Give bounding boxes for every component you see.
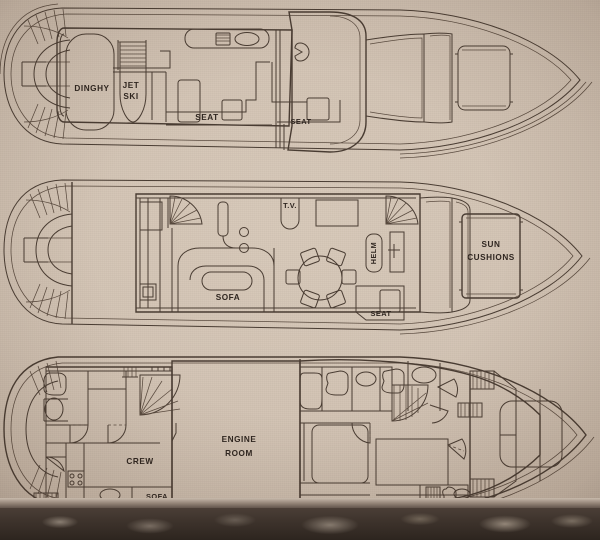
label-engine-room-line1: ENGINE bbox=[222, 435, 257, 444]
upper-deck-labels: DINGHY JET SKI SEAT SEAT bbox=[74, 81, 311, 126]
label-helm: HELM bbox=[369, 242, 378, 264]
label-tv: T.V. bbox=[283, 201, 297, 210]
label-seat-upper-1: SEAT bbox=[195, 113, 218, 122]
deck-plan-upper: DINGHY JET SKI SEAT SEAT bbox=[0, 0, 600, 175]
label-sofa-main: SOFA bbox=[216, 293, 241, 302]
label-seat-main: SEAT bbox=[371, 309, 392, 318]
label-engine-room-line2: ROOM bbox=[225, 449, 253, 458]
label-crew: CREW bbox=[126, 457, 153, 466]
label-jet-ski-line1: JET bbox=[123, 81, 140, 90]
main-stern-platform bbox=[24, 183, 72, 319]
main-hull-outline bbox=[4, 180, 590, 334]
deck-plan-main: T.V. HELM SOFA SEAT SUN CUSHIONS bbox=[0, 172, 600, 342]
upper-seating-area bbox=[113, 29, 340, 150]
upper-superstructure bbox=[288, 12, 513, 152]
main-forward-deck bbox=[420, 197, 523, 313]
lower-forward-cabin bbox=[470, 371, 562, 497]
lower-engine-room bbox=[172, 361, 300, 507]
label-sofa-lower: SOFA bbox=[146, 492, 168, 501]
main-deck-labels: T.V. HELM SOFA SEAT SUN CUSHIONS bbox=[216, 201, 515, 318]
label-seat-upper-2: SEAT bbox=[291, 117, 312, 126]
label-sun-cushions-line1: SUN bbox=[482, 240, 501, 249]
main-salon bbox=[72, 182, 420, 324]
photo-band bbox=[0, 498, 600, 540]
lower-guest-cabins bbox=[300, 359, 494, 508]
lower-crew-quarters bbox=[34, 367, 180, 503]
label-jet-ski-line2: SKI bbox=[123, 92, 138, 101]
label-sun-cushions-line2: CUSHIONS bbox=[467, 253, 515, 262]
lower-stern-steps bbox=[26, 361, 61, 499]
label-dinghy: DINGHY bbox=[74, 84, 109, 93]
upper-deck-house bbox=[57, 28, 292, 130]
upper-hull-outline bbox=[0, 4, 592, 158]
lower-deck-labels: CREW SOFA ENGINE ROOM bbox=[126, 435, 257, 501]
photo-band-texture bbox=[0, 508, 600, 540]
